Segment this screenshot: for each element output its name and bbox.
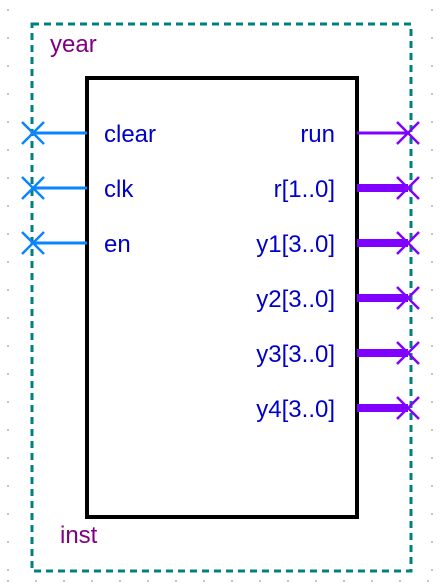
input-port-en[interactable]: en	[21, 231, 131, 258]
instance-name: inst	[60, 522, 98, 549]
output-port-y1[3..0][interactable]: y1[3..0]	[256, 231, 420, 258]
grid-dot	[431, 233, 433, 235]
output-port-label: r[1..0]	[274, 176, 335, 203]
grid-dot	[431, 513, 433, 515]
output-port-label: run	[300, 121, 335, 148]
grid-dot	[427, 580, 429, 582]
output-port-label: y3[3..0]	[256, 341, 335, 368]
grid-dot	[7, 289, 9, 291]
grid-dot	[7, 93, 9, 95]
grid-dot	[431, 93, 433, 95]
grid-dot	[203, 580, 205, 582]
grid-dot	[7, 317, 9, 319]
grid-dot	[259, 580, 261, 582]
input-port-label: en	[104, 231, 131, 258]
grid-dot	[7, 121, 9, 123]
block-body[interactable]	[85, 76, 359, 519]
grid-dot	[7, 233, 9, 235]
input-ports: clear clk en	[21, 121, 156, 258]
output-ports: run r[1..0] y1[3..0] y2[3..0] y3[3..0] y4[3..…	[256, 121, 420, 423]
grid-dot	[431, 149, 433, 151]
input-port-label: clk	[104, 176, 134, 203]
grid-dot	[431, 289, 433, 291]
output-port-label: y4[3..0]	[256, 396, 335, 423]
grid-dot	[431, 485, 433, 487]
grid-dot	[431, 373, 433, 375]
grid-dot	[371, 580, 373, 582]
grid-dot	[431, 401, 433, 403]
output-port-label: y2[3..0]	[256, 286, 335, 313]
grid-dot	[7, 205, 9, 207]
grid-dot	[7, 513, 9, 515]
pin-x-mark	[21, 176, 45, 200]
grid-dot	[431, 177, 433, 179]
pin-x-mark	[396, 176, 420, 200]
grid-dot	[63, 580, 65, 582]
input-port-clk[interactable]: clk	[21, 176, 134, 203]
grid-dot	[7, 177, 9, 179]
grid-dot	[399, 580, 401, 582]
pin-x-mark	[396, 121, 420, 145]
input-port-clear[interactable]: clear	[21, 121, 156, 148]
instance-frame[interactable]	[30, 22, 413, 573]
output-port-label: y1[3..0]	[256, 231, 335, 258]
output-port-y3[3..0][interactable]: y3[3..0]	[256, 341, 420, 368]
grid-dot	[7, 429, 9, 431]
grid-dot	[7, 541, 9, 543]
grid-dot	[287, 580, 289, 582]
grid-dot	[431, 429, 433, 431]
grid-dot	[7, 261, 9, 263]
grid-dot	[431, 37, 433, 39]
grid-dot	[431, 569, 433, 571]
grid-dot	[431, 9, 433, 11]
grid-dot	[147, 580, 149, 582]
input-port-label: clear	[104, 121, 156, 148]
pin-x-mark	[396, 286, 420, 310]
grid-dot	[431, 121, 433, 123]
grid-dot	[343, 580, 345, 582]
output-port-y4[3..0][interactable]: y4[3..0]	[256, 396, 420, 423]
pin-x-mark	[396, 396, 420, 420]
grid-dot	[7, 37, 9, 39]
grid-dot	[431, 345, 433, 347]
pin-x-mark	[21, 121, 45, 145]
grid-dot	[35, 580, 37, 582]
pin-x-mark	[396, 231, 420, 255]
grid-dot	[231, 580, 233, 582]
grid-dot	[7, 9, 9, 11]
output-port-r[1..0][interactable]: r[1..0]	[274, 176, 420, 203]
grid-dot	[7, 149, 9, 151]
grid-dot	[7, 457, 9, 459]
output-port-y2[3..0][interactable]: y2[3..0]	[256, 286, 420, 313]
grid-dot	[175, 580, 177, 582]
grid-dot	[7, 485, 9, 487]
grid-dot	[315, 580, 317, 582]
grid-dot	[431, 65, 433, 67]
grid-dot	[431, 261, 433, 263]
grid-dot	[7, 65, 9, 67]
grid-dot	[7, 401, 9, 403]
grid-dot	[7, 580, 9, 582]
grid-dot	[7, 373, 9, 375]
symbol-name: year	[50, 31, 97, 58]
grid-dots	[7, 9, 433, 582]
grid-dot	[431, 205, 433, 207]
grid-dot	[431, 457, 433, 459]
grid-dot	[7, 569, 9, 571]
pin-x-mark	[396, 341, 420, 365]
pin-x-mark	[21, 231, 45, 255]
grid-dot	[431, 541, 433, 543]
grid-dot	[119, 580, 121, 582]
output-port-run[interactable]: run	[300, 121, 420, 148]
grid-dot	[91, 580, 93, 582]
grid-dot	[7, 345, 9, 347]
grid-dot	[431, 317, 433, 319]
